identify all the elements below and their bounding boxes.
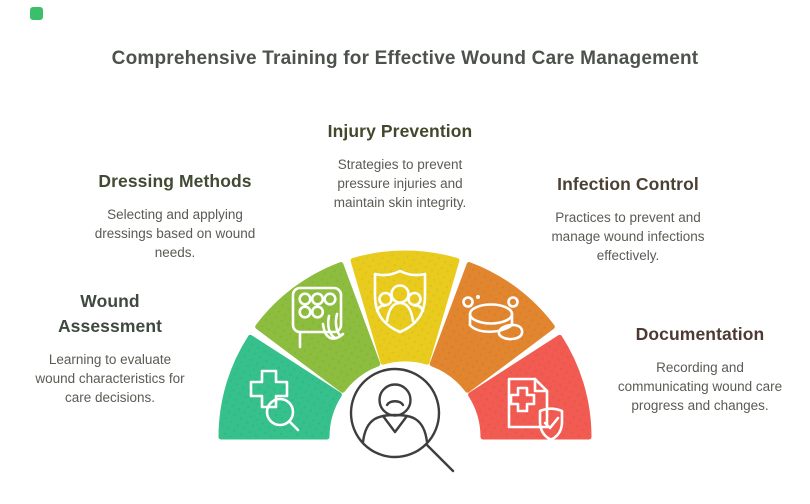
section-dressing-methods: Dressing Methods Selecting and applying … — [80, 169, 270, 262]
segment-wedge-texture — [257, 264, 378, 391]
section-description: Strategies to prevent pressure injuries … — [333, 157, 467, 210]
section-infection-control: Infection Control Practices to prevent a… — [533, 172, 723, 265]
corner-logo-mark — [30, 7, 43, 20]
section-wound-assessment: Wound Assessment Learning to evaluate wo… — [15, 289, 205, 407]
fan-segments — [218, 250, 592, 440]
semicircle-fan-diagram — [218, 250, 592, 473]
segment-wedge-texture — [353, 253, 457, 363]
person-magnifier-icon — [349, 367, 455, 473]
section-heading: Documentation — [635, 324, 765, 344]
gauze-germs-icon — [462, 295, 524, 341]
section-description: Selecting and applying dressings based o… — [94, 207, 256, 260]
shield-people-icon — [373, 269, 427, 334]
segment-wedge-texture — [432, 264, 553, 391]
section-heading: Wound Assessment — [57, 291, 163, 336]
section-heading: Infection Control — [557, 174, 699, 194]
cross-magnifier-icon — [249, 369, 300, 432]
medical-document-shield-icon — [507, 377, 564, 441]
section-documentation: Documentation Recording and communicatin… — [610, 322, 790, 415]
section-description: Practices to prevent and manage wound in… — [551, 210, 705, 263]
section-heading: Dressing Methods — [98, 171, 252, 191]
segment-wedge-texture — [221, 337, 340, 437]
dressing-tray-hand-icon — [291, 286, 345, 349]
section-description: Recording and communicating wound care p… — [617, 360, 783, 413]
page-title: Comprehensive Training for Effective Wou… — [111, 48, 699, 69]
section-injury-prevention: Injury Prevention Strategies to prevent … — [305, 119, 495, 212]
section-heading: Injury Prevention — [327, 121, 473, 141]
section-description: Learning to evaluate wound characteristi… — [35, 352, 185, 405]
segment-wedge-texture — [470, 337, 589, 437]
